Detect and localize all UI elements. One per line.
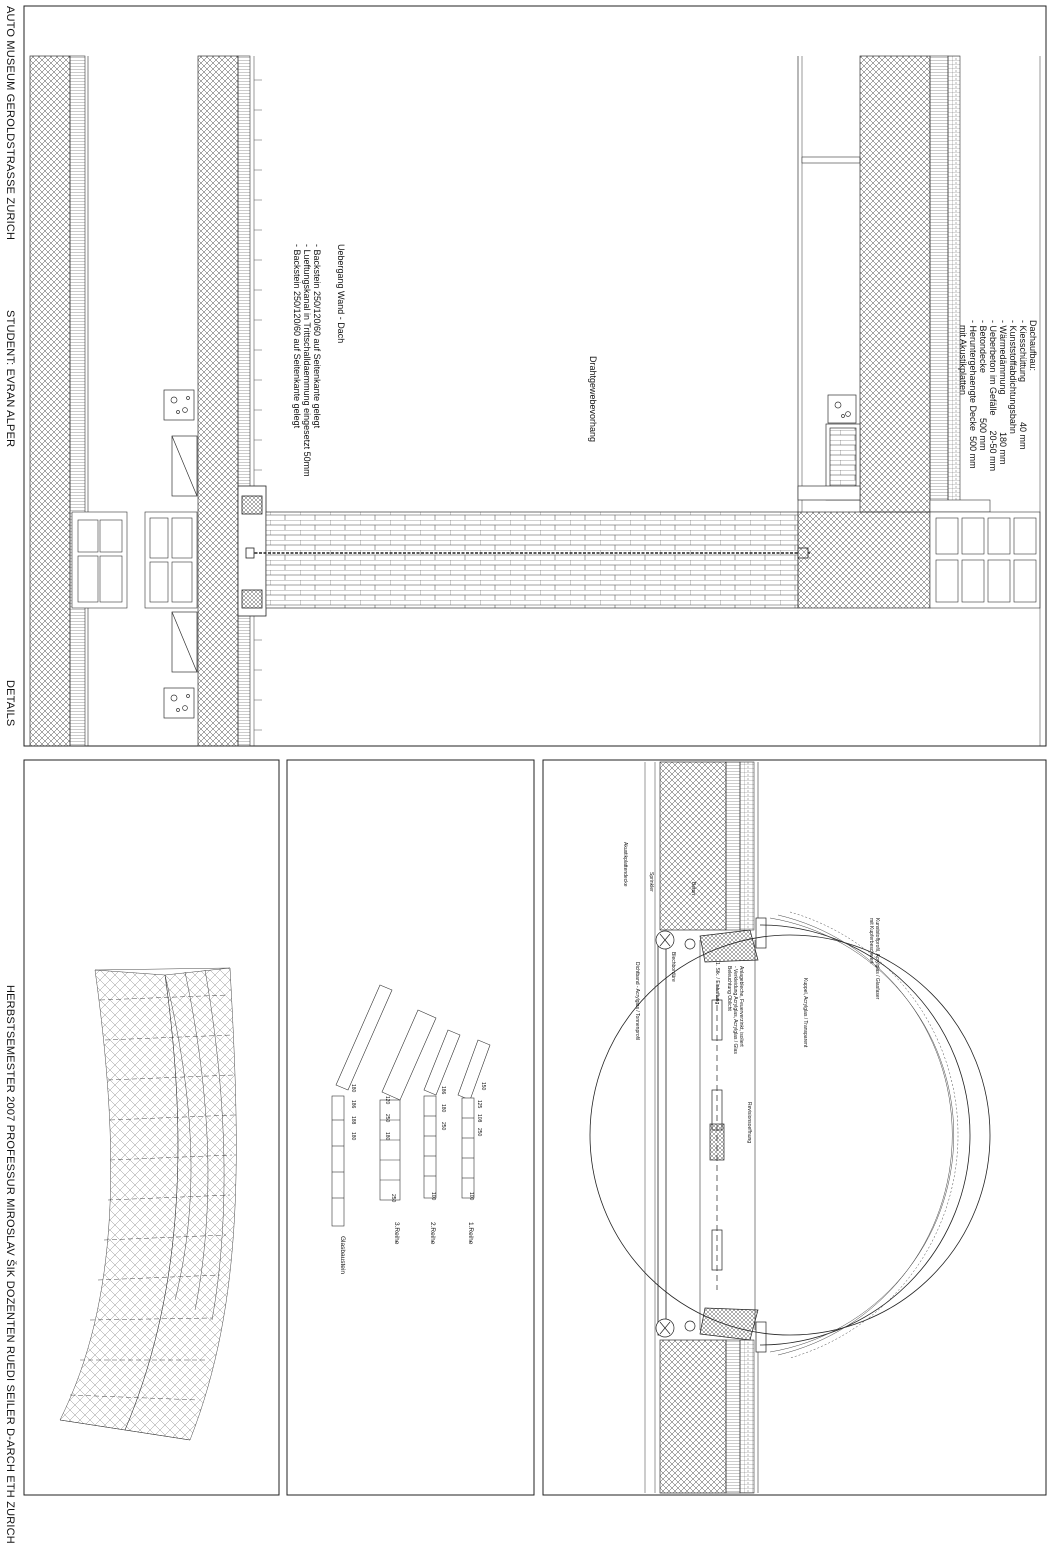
row-sections <box>331 984 491 1227</box>
ventilation-ducts <box>171 435 198 673</box>
skylight-label: Beleuchtung Oblicht <box>726 966 732 1011</box>
skylight-label: Kuppel, Acrylglas / Transparent <box>802 978 808 1048</box>
wall-note-3: - Backstein 250/120/60 auf Seitenkante g… <box>292 244 302 429</box>
glasbaustein-dim: 188 <box>350 1116 356 1125</box>
row-1-label: 1.Reihe <box>467 1222 474 1245</box>
row-1-dim: 250 <box>476 1128 482 1137</box>
row-1-dim: 100 <box>468 1192 474 1201</box>
brick-course <box>265 511 799 609</box>
row-1-dim: 150 <box>480 1082 486 1091</box>
course-info: HERBSTSEMESTER 2007 PROFESSUR MIROSLAV Š… <box>4 985 16 1544</box>
rows-panel <box>286 759 535 1496</box>
row-1-dim: 125 <box>476 1100 482 1109</box>
roof-gravel <box>947 55 961 513</box>
roof-layer-4: - Ueberbeton im Gefälle 20-50 mm <box>988 320 998 472</box>
brick-rows-panel <box>23 759 280 1496</box>
glass-blocks-right <box>929 511 1041 609</box>
skylight-label: Anlagebleche, Feuerverzinkt, isoliert <box>738 966 744 1047</box>
skylight-label: Sprinkler <box>648 872 654 892</box>
wall-note-2: - Lueftungskanal in Trittschalldaemmung … <box>302 244 312 477</box>
row-2-label: 2.Reihe <box>429 1222 436 1245</box>
ceiling-box <box>797 423 861 501</box>
dome-outline <box>589 934 991 1336</box>
roof-slab-edge <box>797 511 931 609</box>
sprinkler-boxes <box>163 389 857 719</box>
row-1-dim: 108 <box>476 1114 482 1123</box>
row-2-dim: 250 <box>440 1122 446 1131</box>
glasbaustein-dim: 186 <box>350 1100 356 1109</box>
lamps <box>709 985 725 1290</box>
roof-layer-1: - Kiesschüttung 40 mm <box>1018 320 1028 450</box>
sheet-title: DETAILS <box>4 680 16 727</box>
left-wall-insulation <box>69 55 86 747</box>
glasbaustein-dim: 180 <box>350 1132 356 1141</box>
inner-wall-concrete <box>197 55 239 747</box>
row-2-dim: 180 <box>440 1104 446 1113</box>
row-3-dim: 250 <box>390 1194 396 1203</box>
row-3-dim: 180 <box>384 1132 390 1141</box>
skylight-label: 1. Stk. / Einhaftung <box>714 962 720 1005</box>
skylight-label: Dichtband - Acrylglas / Tonnenprofil <box>634 962 640 1041</box>
skylight-label: Akustikplattendecke <box>622 842 628 887</box>
skylight-label: Blechbordüre <box>670 952 676 982</box>
skylight-label: Beton <box>690 882 696 896</box>
row-2-dim: 186 <box>440 1086 446 1095</box>
skylight-label: - Verkleidung Acrylglas, Acrylglas / Gla… <box>732 966 738 1054</box>
brick-surface-3d <box>59 967 237 1441</box>
row-2-dim: 100 <box>430 1192 436 1201</box>
roof-layer-3: - Wärmedämmung 180 mm <box>998 320 1008 465</box>
section-panel <box>23 5 1047 747</box>
roof-heading: Dachaufbau: <box>1028 320 1038 372</box>
drawing-sheet: AUTO MUSEUM GEROLDSTRASSE ZURICH STUDENT… <box>4 5 1047 1544</box>
glasbaustein-dim: 180 <box>350 1084 356 1093</box>
row-3-dim: 120 <box>384 1096 390 1105</box>
project-title: AUTO MUSEUM GEROLDSTRASSE ZURICH <box>4 6 16 241</box>
row-3-dim: 250 <box>384 1114 390 1123</box>
frame-details <box>655 917 767 1353</box>
drawing-canvas <box>23 5 1047 1496</box>
roof-slab <box>859 55 931 513</box>
skylight-panel <box>542 759 1047 1496</box>
wall-heading: Uebergang Wand - Dach <box>336 244 346 344</box>
glass-blocks-left <box>71 511 198 609</box>
roof-layer-7: mit Akustikplatten <box>958 320 968 396</box>
skylight-label: Revisionsoeffnung <box>746 1102 752 1144</box>
roof-layer-6: - Heruntergehaengte Decke 500 mm <box>968 320 978 469</box>
curtain-label: Drahtgewebevorhang <box>588 356 598 443</box>
glasbaustein-label: Glasbaustein <box>339 1236 346 1274</box>
roof-layer-5: - Betondecke 500 mm <box>978 320 988 451</box>
left-wall-concrete <box>29 55 71 747</box>
skylight-label: mit Kupferbeschwert <box>868 918 874 964</box>
student-name: STUDENT: EVRAN ALPER <box>4 310 16 448</box>
roof-layer-2: - Kunststoffabdichtungsbahn <box>1008 320 1018 434</box>
row-3-label: 3.Reihe <box>393 1222 400 1245</box>
skylight-label: Kunststoffprofil, Acrylglas / Glasfaser <box>874 918 880 1000</box>
wall-note-1: - Backstein 250/120/60 auf Seitenkante g… <box>312 244 322 429</box>
roof-insulation <box>929 55 949 513</box>
